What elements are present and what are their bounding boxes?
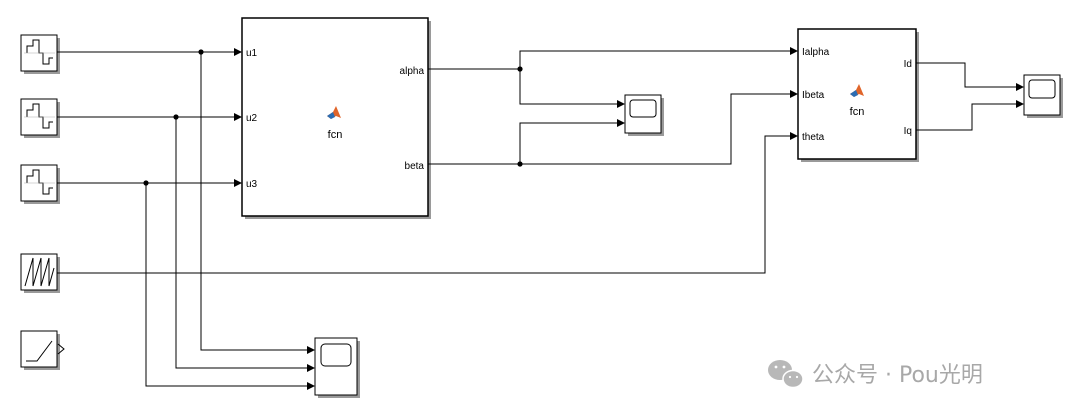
- matlab-function-block-2[interactable]: Ialpha Ibeta theta Id Iq fcn: [797, 28, 919, 162]
- input-port-u3: u3: [246, 179, 258, 190]
- watermark-text: 公众号 · Pou光明: [812, 363, 983, 388]
- sawtooth-source[interactable]: [20, 253, 60, 293]
- ramp-source[interactable]: [20, 330, 65, 370]
- input-port-ibeta: Ibeta: [802, 90, 825, 101]
- block-name: fcn: [328, 129, 343, 141]
- scope-alpha-beta[interactable]: [624, 94, 664, 136]
- scope-icon: [629, 99, 657, 118]
- ramp-icon: [26, 340, 53, 362]
- signal-source-3[interactable]: [20, 164, 60, 204]
- scope-id-iq[interactable]: [1023, 74, 1063, 118]
- junction-dots: [143, 49, 523, 186]
- wechat-icon: [768, 360, 804, 389]
- input-port-ialpha: Ialpha: [802, 47, 830, 58]
- output-port-alpha: alpha: [400, 66, 425, 77]
- signal-source-2[interactable]: [20, 98, 60, 138]
- matlab-logo-icon: [850, 84, 864, 97]
- input-port-u1: u1: [246, 48, 258, 59]
- signal-source-1[interactable]: [20, 34, 60, 74]
- matlab-function-block-1[interactable]: u1 u2 u3 alpha beta fcn: [241, 17, 431, 219]
- scope-icon: [1028, 79, 1056, 99]
- output-port-beta: beta: [405, 161, 425, 172]
- block-name: fcn: [850, 106, 865, 118]
- scope-three-phase[interactable]: [314, 337, 360, 398]
- signal-lines: [57, 47, 1024, 390]
- matlab-logo-icon: [327, 106, 341, 119]
- scope-icon: [320, 343, 352, 367]
- input-port-u2: u2: [246, 113, 258, 124]
- input-port-theta: theta: [802, 132, 825, 143]
- watermark: 公众号 · Pou光明: [768, 360, 983, 389]
- sawtooth-icon: [24, 257, 55, 287]
- output-port-id: Id: [904, 59, 912, 70]
- output-port-iq: Iq: [904, 126, 912, 137]
